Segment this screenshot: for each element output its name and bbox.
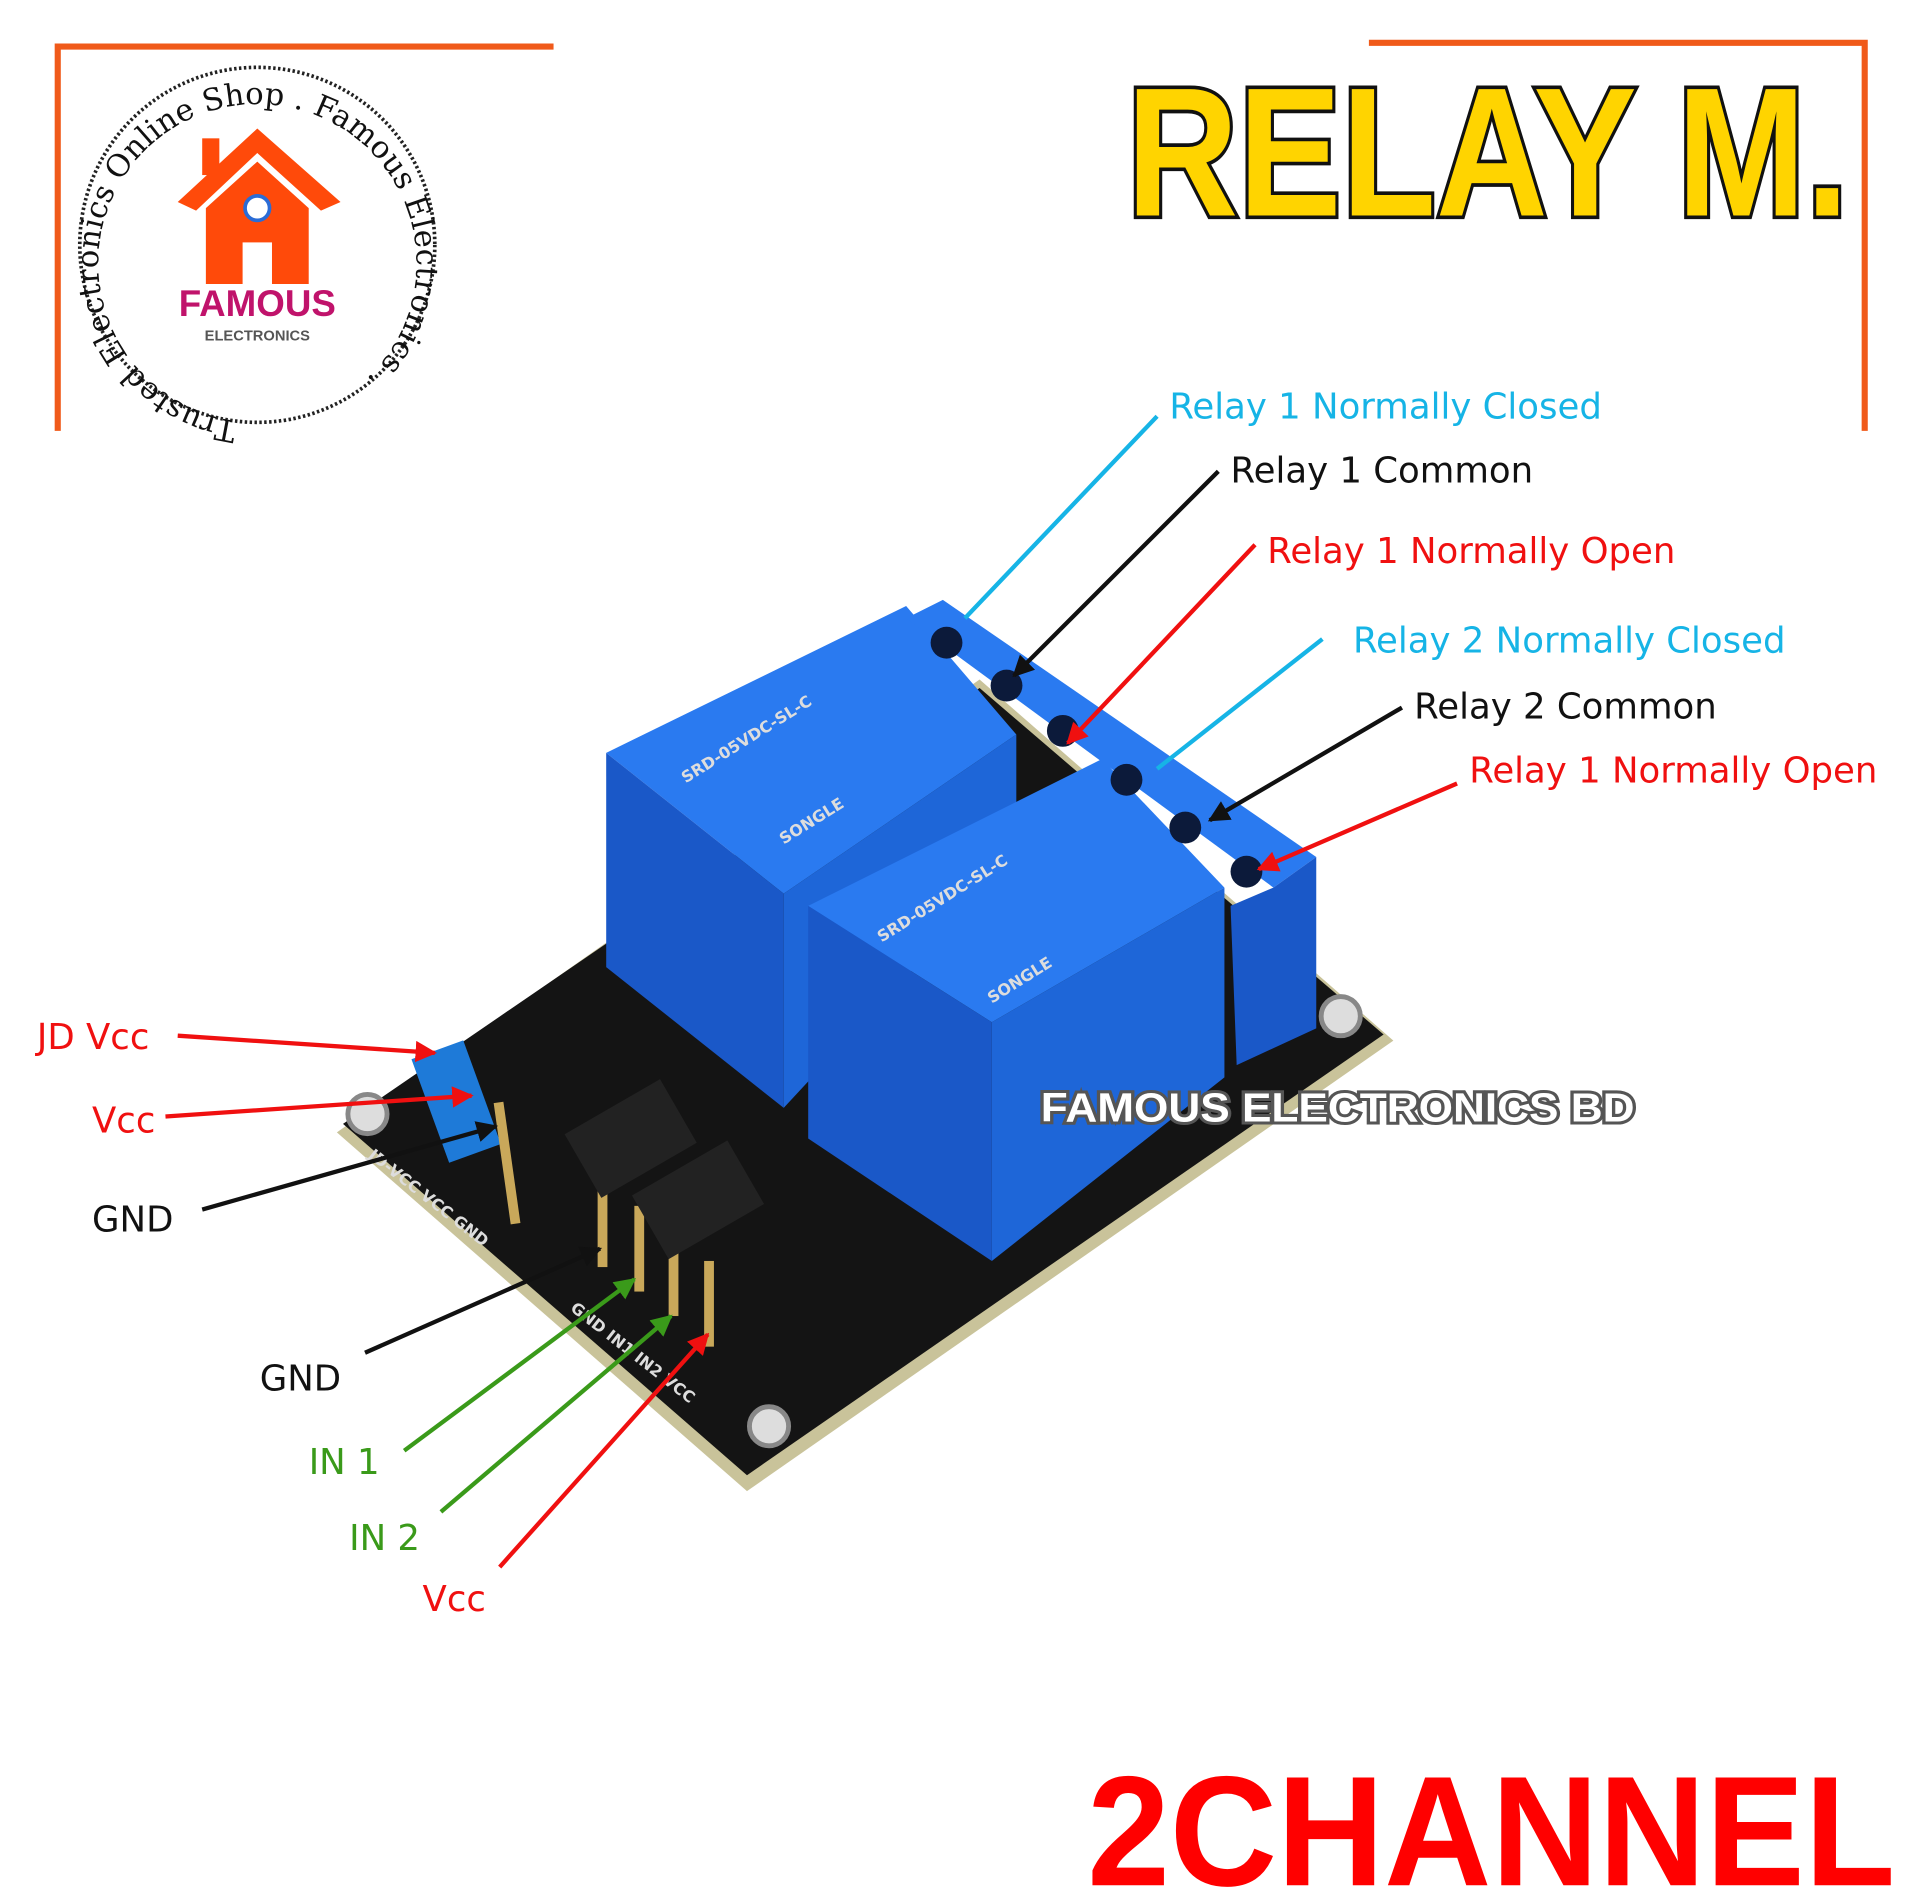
house-icon: [177, 128, 341, 285]
logo-brand: FAMOUS: [179, 283, 336, 324]
label-vcc: Vcc: [423, 1579, 486, 1620]
label-gnd: GND: [260, 1359, 341, 1400]
label-in1: IN 1: [309, 1442, 380, 1483]
watermark: FAMOUS ELECTRONICS BD: [1041, 1084, 1635, 1130]
label-gnd-jumper: GND: [92, 1200, 173, 1241]
pin-header: [597, 1181, 714, 1347]
label-relay1-com: Relay 1 Common: [1231, 450, 1534, 491]
label-relay2-no: Relay 1 Normally Open: [1469, 750, 1877, 791]
frame-lines: [54, 39, 1868, 431]
label-relay2-nc: Relay 2 Normally Closed: [1353, 621, 1786, 662]
label-in2: IN 2: [349, 1518, 420, 1559]
label-relay2-com: Relay 2 Common: [1414, 687, 1717, 728]
optocoupler: [564, 1079, 697, 1198]
subtitle-2channel: 2CHANNEL: [1087, 1744, 1895, 1900]
mount-hole: [1318, 994, 1363, 1039]
label-vcc-jumper: Vcc: [92, 1100, 155, 1141]
callouts: [165, 414, 1458, 1569]
title: RELAY M.: [1126, 49, 1848, 254]
label-jd-vcc: JD Vcc: [35, 1017, 149, 1058]
label-relay1-no: Relay 1 Normally Open: [1267, 531, 1675, 572]
logo-sub: ELECTRONICS: [205, 328, 310, 344]
mount-hole: [746, 1404, 792, 1449]
optocoupler: [631, 1140, 765, 1260]
shop-logo: Trusted Electronics Online Shop . Famous…: [71, 65, 444, 448]
relay-2: SRD-05VDC-SL-C SONGLE: [808, 759, 1225, 1261]
label-relay1-nc: Relay 1 Normally Closed: [1169, 387, 1602, 428]
